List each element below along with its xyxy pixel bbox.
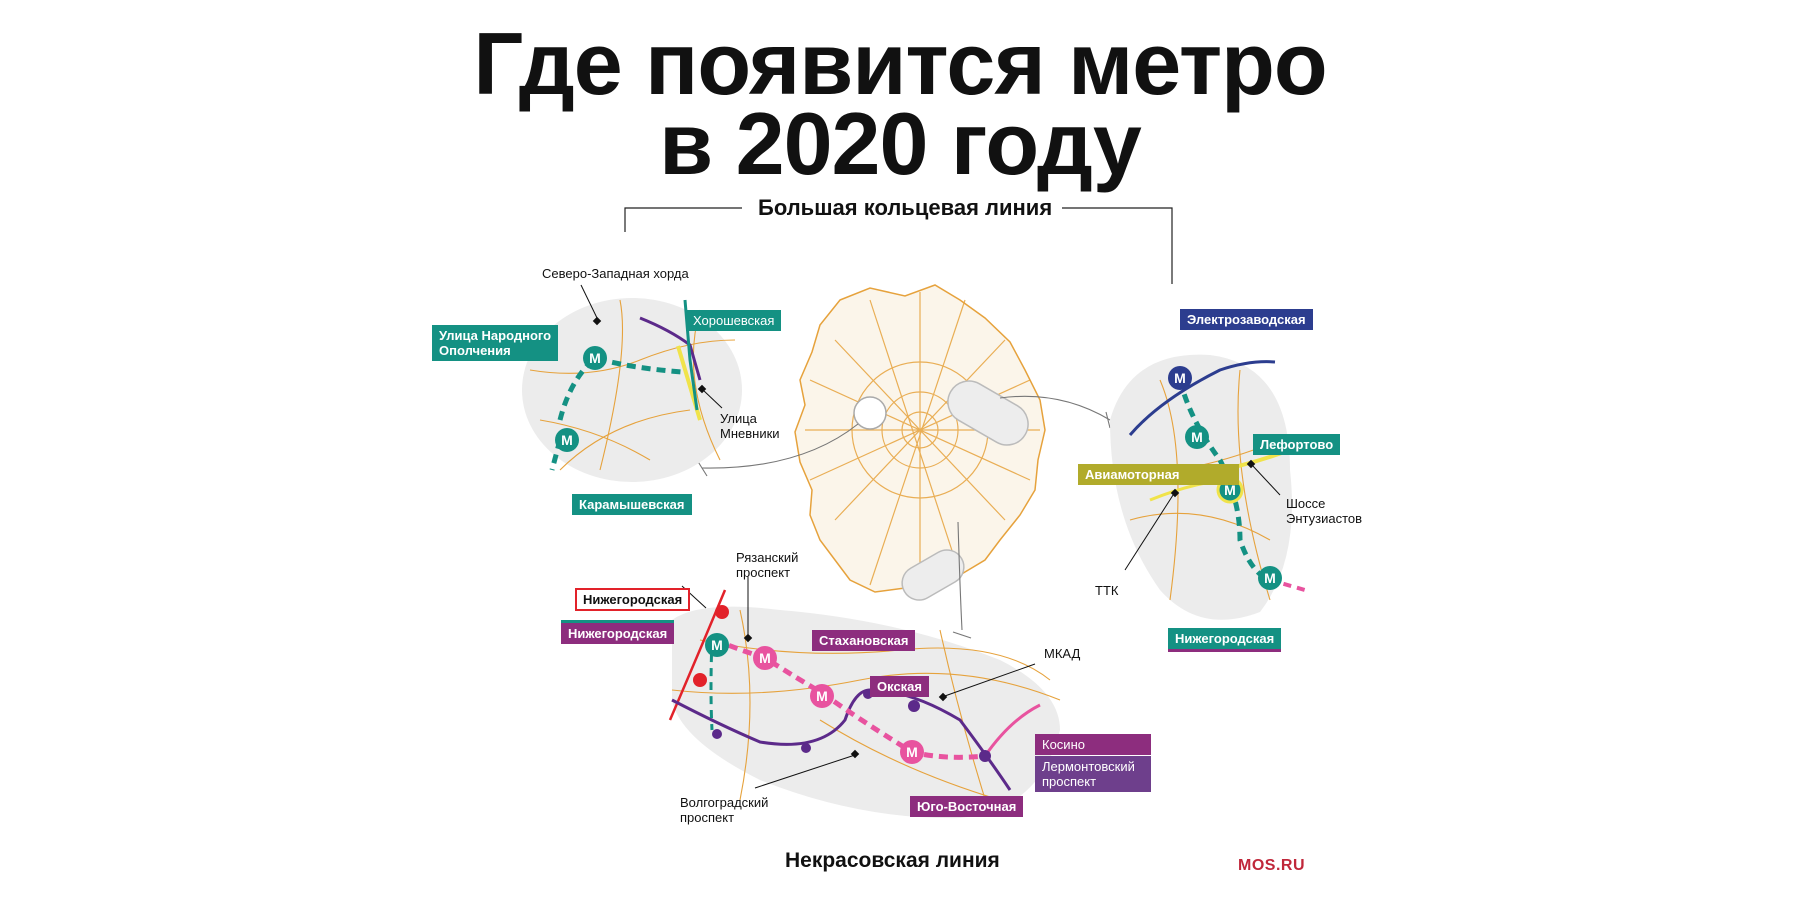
station-nizhegorodskaya-purple: Нижегородская [561,620,675,644]
label-ulitsa-mnevniki: Улица Мневники [720,411,780,441]
svg-text:М: М [816,688,828,704]
page-title-line-2: в 2020 году [659,94,1142,193]
label-ryazansky-prospekt: Рязанский проспект [736,550,799,580]
subtitle-bracket [624,207,1173,284]
page-title-line-1: Где появится метро [473,14,1327,113]
metro-m-icon: М [1168,366,1192,390]
metro-m-icon: М [810,684,834,708]
svg-text:М: М [589,350,601,366]
metro-m-icon: М [753,646,777,670]
svg-text:М: М [906,744,918,760]
pointer-dots [592,316,1256,759]
subtitle-bolshaya-koltsevaya: Большая кольцевая линия [748,195,1063,221]
station-okskaya: Окская [870,676,929,697]
label-shosse-entuziastov: Шоссе Энтузиастов [1286,496,1363,526]
label-volgogradsky-prospekt: Волгоградский проспект [680,795,769,825]
station-stakhanovskaya: Стахановская [812,630,916,651]
svg-text:М: М [1191,429,1203,445]
station-yugo-vostochnaya: Юго-Восточная [910,796,1024,817]
station-karamyshevskaya: Карамышевская [572,494,692,515]
svg-text:М: М [711,637,723,653]
station-lermontovsky-prospekt: Лермонтовский проспект [1035,756,1151,792]
station-lefortovo: Лефортово [1253,434,1341,455]
metro-m-icon: М [1258,566,1282,590]
metro-m-icon: М [583,346,607,370]
inset-southeast [668,589,1061,819]
svg-text:М: М [1224,482,1236,498]
station-khoroshevskaya: Хорошевская [686,310,782,331]
station-elektrozavodskaya: Электрозаводская [1180,309,1313,330]
moscow-city-outline [794,284,1046,601]
label-ttk: ТТК [1095,583,1119,598]
brand-logo: MOS.RU [1238,857,1305,874]
station-aviamotornaya: Авиамоторная [1078,464,1240,485]
subtitle-nekrasovskaya: Некрасовская линия [785,849,1000,872]
metro-markers: М М М М М М М М М М [555,346,1282,764]
svg-text:М: М [561,432,573,448]
svg-text:М: М [1174,370,1186,386]
metro-m-icon: М [900,740,924,764]
station-kosino: Косино [1035,734,1151,755]
svg-text:М: М [759,650,771,666]
station-ulitsa-narodnogo-opolcheniya: Улица Народного Ополчения [432,325,559,361]
station-nizhegorodskaya-east: Нижегородская [1168,628,1282,652]
metro-m-icon: М [705,633,729,657]
label-mkad: МКАД [1044,646,1081,661]
label-severo-zapadnaya-khorda: Северо-Западная хорда [542,266,689,281]
metro-m-icon: М [1185,425,1209,449]
inset-connectors [696,395,1111,639]
station-nizhegorodskaya-red: Нижегородская [575,588,691,611]
metro-m-icon: М [555,428,579,452]
svg-text:М: М [1264,570,1276,586]
